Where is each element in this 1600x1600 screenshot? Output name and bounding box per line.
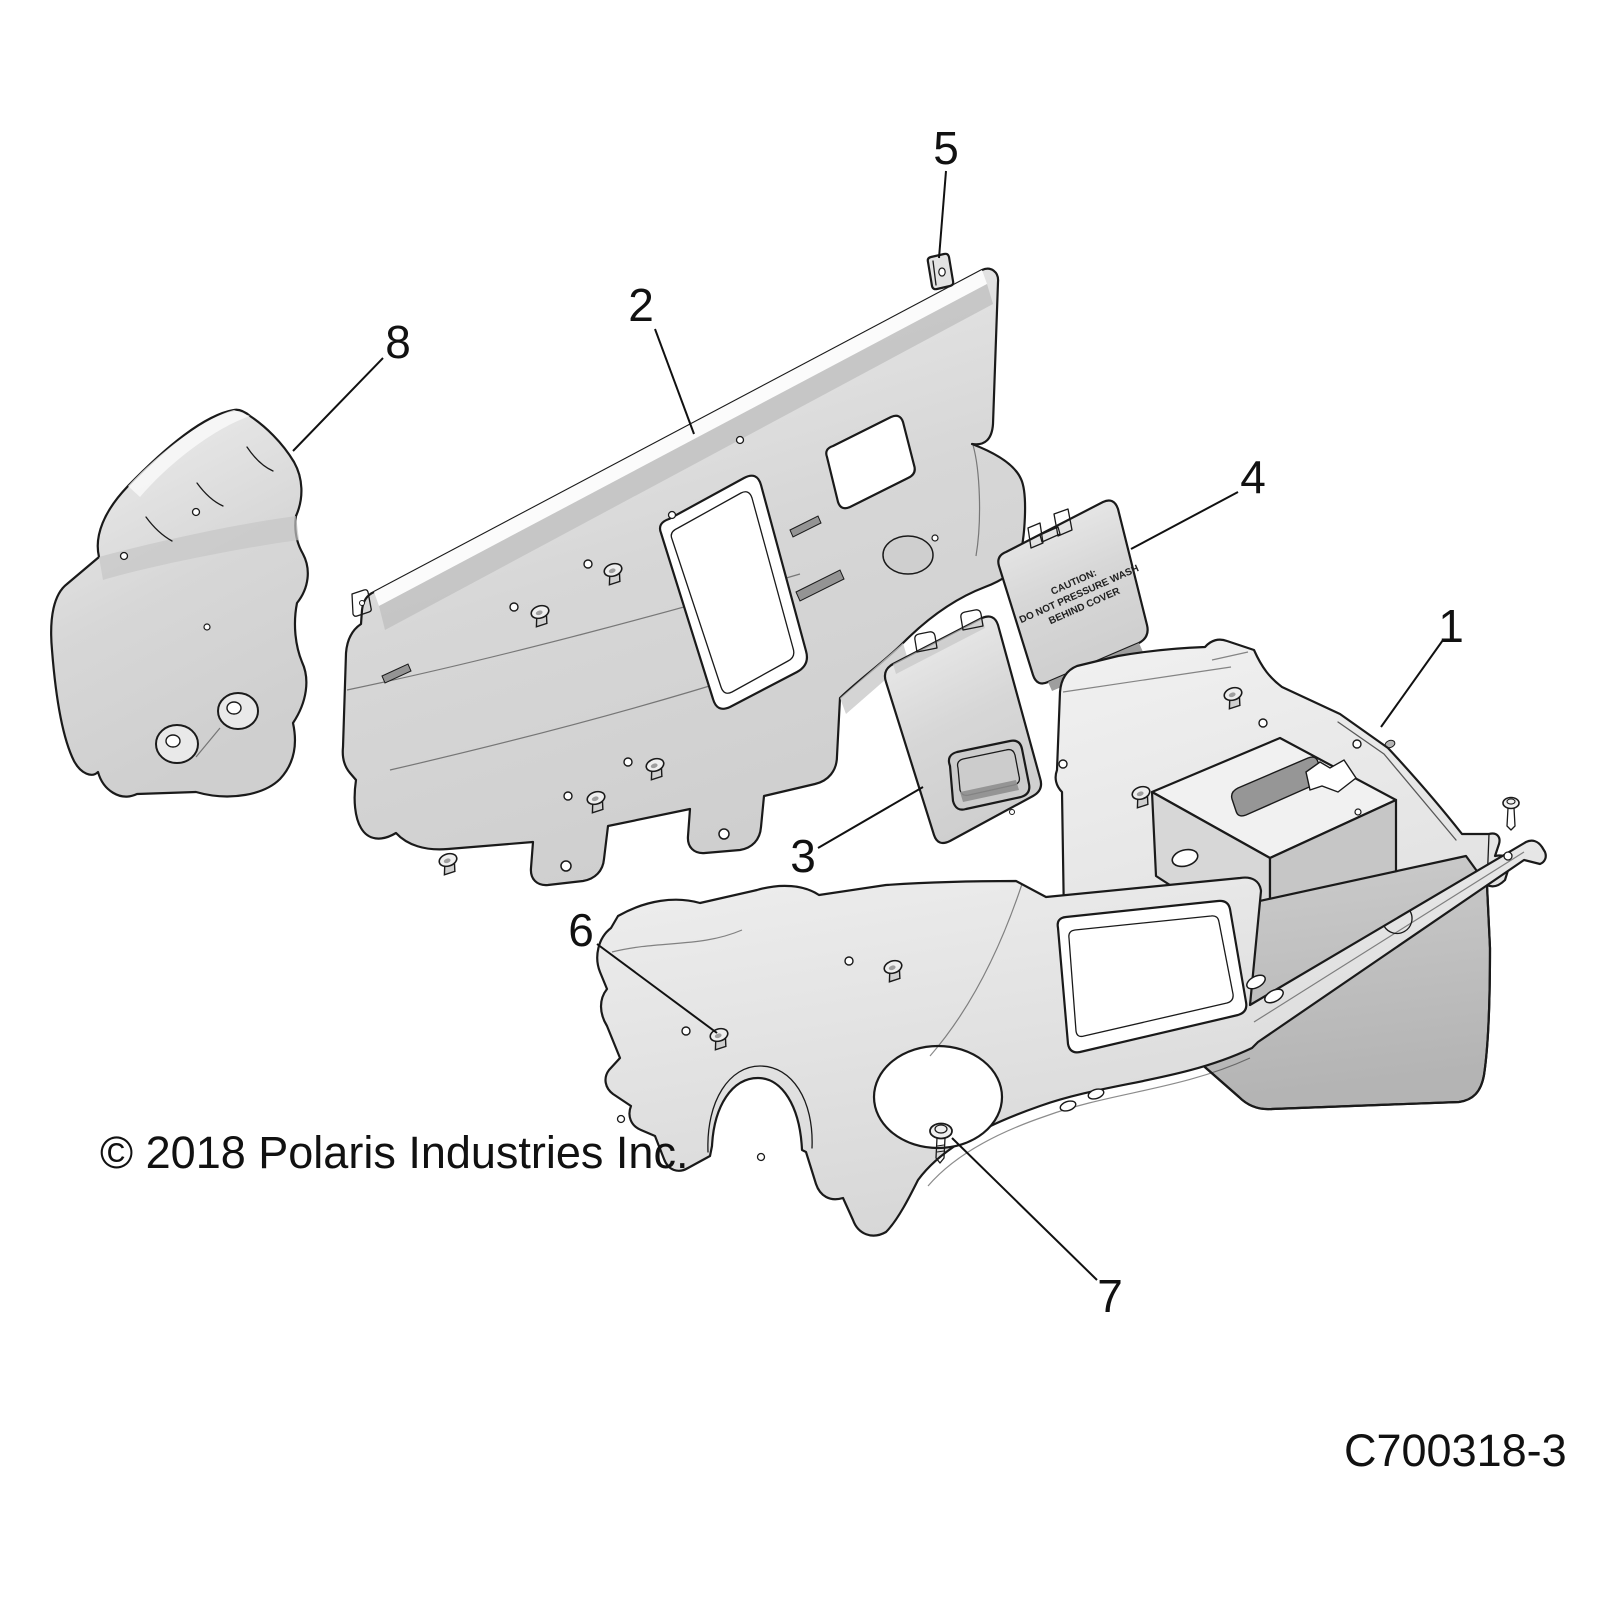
callout-2-label: 2 — [628, 279, 654, 331]
callout-1-label: 1 — [1438, 600, 1464, 652]
callout-7-label: 7 — [1097, 1270, 1123, 1322]
callout-5-label: 5 — [933, 122, 959, 174]
callout-4-label: 4 — [1240, 451, 1266, 503]
part-2-rear-panel — [341, 267, 1027, 887]
part-5-clip — [926, 252, 955, 291]
part-3-access-panel — [883, 609, 1043, 845]
panel-clip-detail — [351, 589, 372, 617]
callout-1-leader — [1380, 639, 1444, 728]
callout-6-label: 6 — [568, 904, 594, 956]
part-8-shield-panel — [50, 408, 309, 798]
part-7-screw — [929, 1122, 953, 1164]
panel-handle — [947, 739, 1031, 811]
callout-8-leader — [292, 357, 384, 452]
copyright-text: © 2018 Polaris Industries Inc. — [100, 1127, 688, 1178]
callout-4-leader — [1130, 491, 1239, 550]
cover-latch — [1027, 508, 1073, 549]
callout-3-label: 3 — [790, 830, 816, 882]
callout-3-leader — [817, 786, 924, 849]
part-6-floor-panel — [596, 839, 1547, 1237]
callout-7-leader — [951, 1137, 1098, 1281]
tray-screw — [1502, 796, 1520, 831]
diagram-code-text: C700318-3 — [1344, 1425, 1567, 1476]
callout-5-leader — [938, 170, 947, 259]
callout-6-leader — [596, 943, 718, 1034]
callout-2-leader — [654, 328, 695, 435]
callouts-layer: 1 2 3 4 5 6 7 8 — [292, 122, 1464, 1322]
callout-8-label: 8 — [385, 316, 411, 368]
